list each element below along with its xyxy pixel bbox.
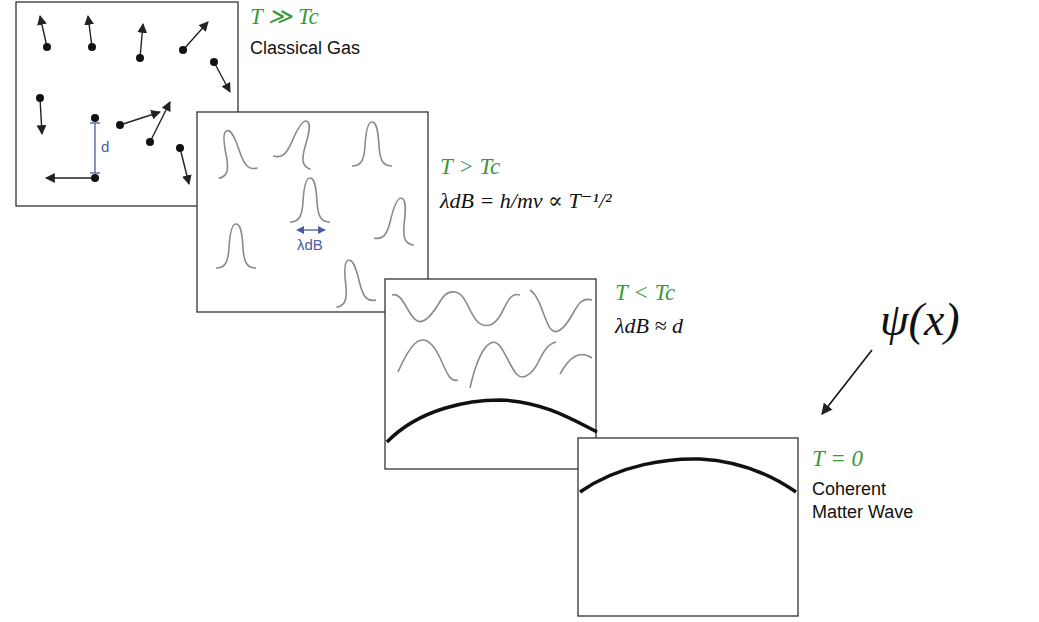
text-anchor: T = 0 (812, 446, 863, 472)
coherent-wave-panel: T = 0Coherent Matter Wave (578, 438, 798, 616)
wave-packet-panel: T > TcλdB = h/mv ∝ T⁻¹/²λdB (197, 112, 428, 312)
wavelength-label: λdB (297, 236, 323, 253)
text-anchor: λdB (297, 236, 323, 253)
wavelength-formula: λdB = h/mv ∝ T⁻¹/² (440, 188, 612, 213)
temperature-label: T < Tc (615, 280, 675, 306)
temperature-label: T ≫ Tc (250, 4, 319, 30)
distance-label: d (101, 138, 109, 155)
text-anchor: d (101, 138, 109, 155)
overlapping-waves-panel: T < TcλdB ≈ d (385, 279, 596, 469)
text-anchor: T < Tc (615, 280, 675, 306)
temperature-label: T = 0 (812, 446, 863, 472)
leader-arrow (822, 350, 872, 414)
text-anchor: T ≫ Tc (250, 4, 319, 30)
wavelength-relation: λdB ≈ d (615, 313, 683, 338)
text-anchor: Classical Gas (250, 38, 360, 59)
temperature-label: T > Tc (440, 154, 500, 180)
state-description: Coherent Matter Wave (812, 478, 930, 525)
coherent-wave-panel (578, 438, 798, 616)
text-anchor: ψ(x) (880, 294, 960, 347)
overlapping-waves-panel (385, 279, 597, 469)
classical-gas-panel: T ≫ TcClassical Gasd (16, 2, 238, 206)
text-anchor: Coherent Matter Wave (812, 478, 930, 525)
text-anchor: λdB = h/mv ∝ T⁻¹/² (440, 188, 612, 213)
text-anchor: λdB ≈ d (615, 313, 683, 338)
state-description: Classical Gas (250, 38, 360, 59)
wavefunction-label: ψ(x) (880, 294, 960, 347)
text-anchor: T > Tc (440, 154, 500, 180)
